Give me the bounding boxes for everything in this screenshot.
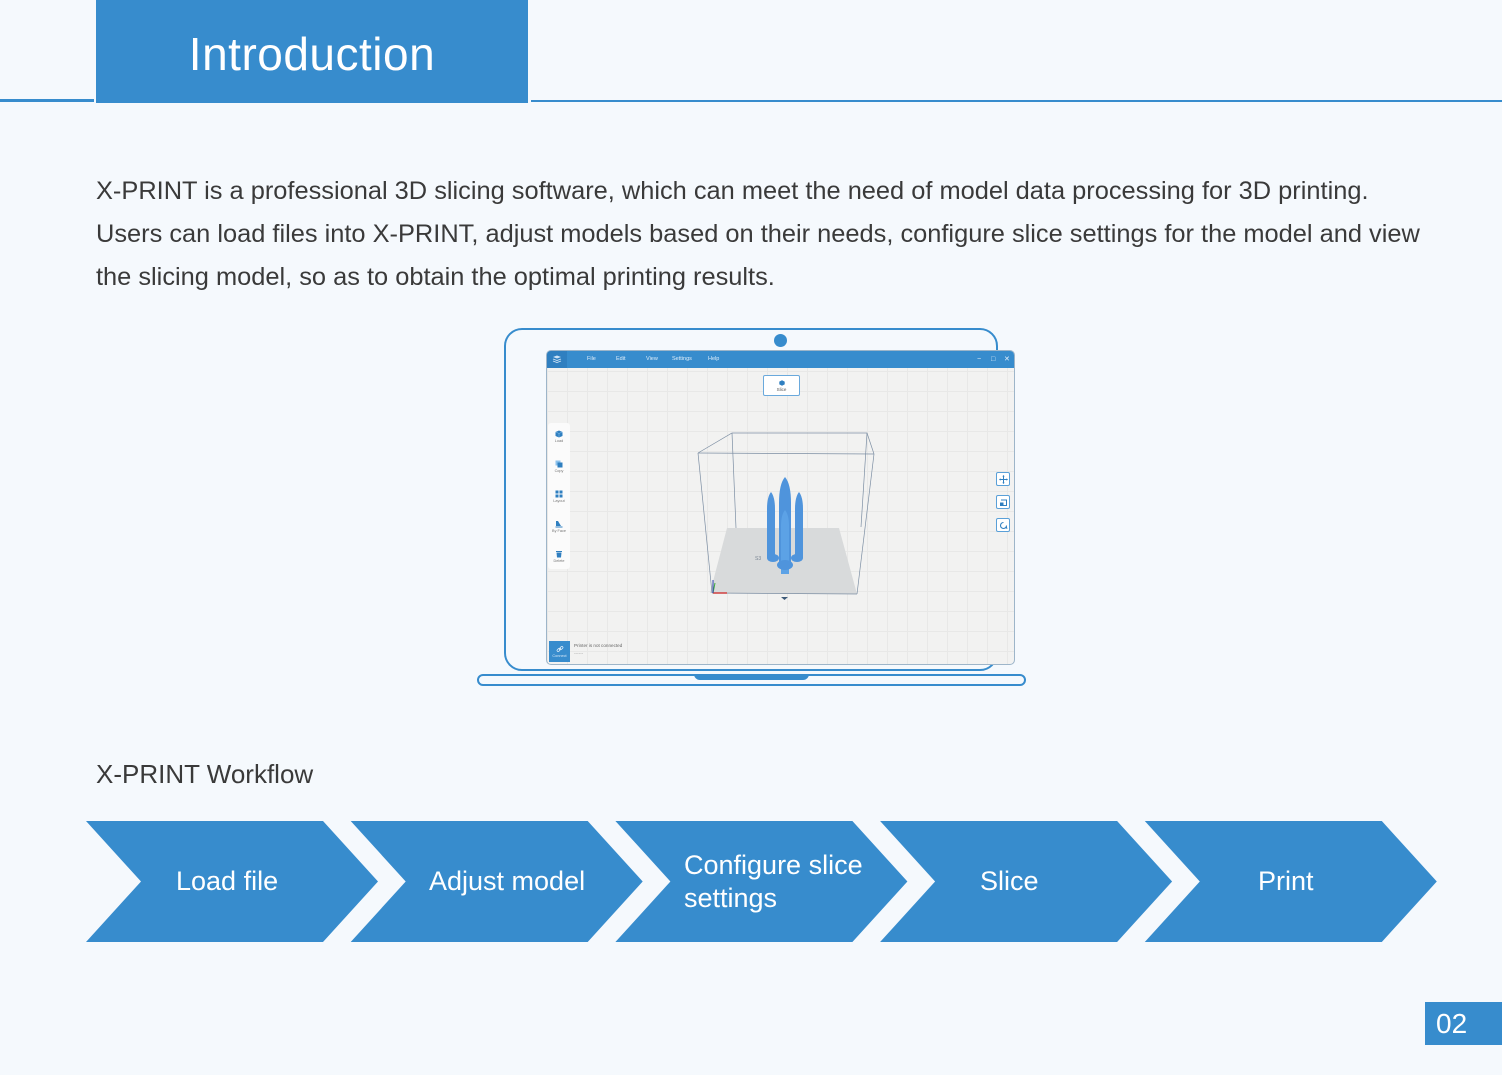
workflow-step-chevron xyxy=(880,821,1173,942)
app-logo-icon xyxy=(547,351,567,368)
tool-copy-label: Copy xyxy=(554,469,564,473)
plate-logo: S3 xyxy=(755,556,761,562)
copy-icon xyxy=(555,460,563,468)
connect-button-label: Connect xyxy=(552,654,567,658)
menu-edit[interactable]: Edit xyxy=(616,356,626,362)
workflow-step-chevron xyxy=(86,821,378,942)
workflow-step-label: Slice xyxy=(980,866,1039,896)
slice-cube-icon xyxy=(778,379,785,386)
workflow-step-chevron xyxy=(350,821,643,942)
rocket-model xyxy=(767,477,803,574)
slice-button-label: Slice xyxy=(776,386,787,392)
front-indicator-icon xyxy=(781,597,788,600)
left-toolbar: Load Copy Layout By Face Delete xyxy=(548,423,570,569)
slice-button[interactable]: Slice xyxy=(763,375,800,396)
app-titlebar: File Edit View Settings Help − □ ✕ xyxy=(547,351,1014,368)
menu-file[interactable]: File xyxy=(587,356,596,362)
workflow-step-label: Configure slice settings xyxy=(684,849,863,913)
intro-paragraph: X-PRINT is a professional 3D slicing sof… xyxy=(96,177,1420,291)
move-tool[interactable] xyxy=(996,472,1010,486)
connect-button[interactable]: Connect xyxy=(549,641,570,662)
menu-view[interactable]: View xyxy=(646,356,658,362)
scale-icon xyxy=(999,499,1007,506)
minimize-button[interactable]: − xyxy=(977,356,982,363)
trash-icon xyxy=(556,551,562,558)
by-face-icon xyxy=(555,521,563,528)
tool-delete-label: Delete xyxy=(553,559,565,563)
workflow-step-label: Print xyxy=(1258,866,1314,896)
close-button[interactable]: ✕ xyxy=(1004,356,1010,363)
tool-layout[interactable]: Layout xyxy=(548,490,570,503)
header-rule-right xyxy=(531,100,1502,102)
rotate-icon xyxy=(999,521,1007,529)
workflow-step-chevron xyxy=(1144,821,1437,942)
tool-load[interactable]: Load xyxy=(548,430,570,443)
maximize-button[interactable]: □ xyxy=(991,356,996,363)
build-volume-scene: S3 xyxy=(697,432,875,600)
build-volume-box xyxy=(697,432,875,595)
tool-by-face-label: By Face xyxy=(552,529,566,533)
tool-layout-label: Layout xyxy=(553,499,565,503)
layout-grid-icon xyxy=(555,490,563,498)
workflow-step-label: Load file xyxy=(176,866,279,896)
laptop-notch xyxy=(694,674,809,680)
printer-status: Printer is not connected xyxy=(574,643,623,648)
link-icon xyxy=(556,646,563,652)
page-title: Introduction xyxy=(188,27,436,80)
printer-status-detail: ------ xyxy=(574,651,584,656)
laptop-illustration: File Edit View Settings Help − □ ✕ Slice… xyxy=(477,328,1027,688)
menu-settings[interactable]: Settings xyxy=(672,356,692,362)
cube-icon xyxy=(555,430,563,438)
rotate-tool[interactable] xyxy=(996,518,1010,532)
workflow-step-chevron xyxy=(615,821,908,942)
header-rule-left xyxy=(0,99,94,102)
section-header: Introduction xyxy=(96,0,528,103)
tool-delete[interactable]: Delete xyxy=(548,550,570,563)
camera-dot xyxy=(774,334,787,347)
move-icon xyxy=(998,474,1008,484)
tool-copy[interactable]: Copy xyxy=(548,460,570,473)
menu-help[interactable]: Help xyxy=(708,356,720,362)
scale-tool[interactable] xyxy=(996,495,1010,509)
workflow-step-label: Adjust model xyxy=(429,866,586,896)
tool-by-face[interactable]: By Face xyxy=(548,520,570,533)
app-screenshot: File Edit View Settings Help − □ ✕ Slice… xyxy=(546,350,1015,665)
tool-load-label: Load xyxy=(554,439,564,443)
page-number: 02 xyxy=(1425,1002,1502,1045)
laptop-lid: File Edit View Settings Help − □ ✕ Slice… xyxy=(504,328,1015,671)
workflow-title: X-PRINT Workflow xyxy=(96,759,314,789)
